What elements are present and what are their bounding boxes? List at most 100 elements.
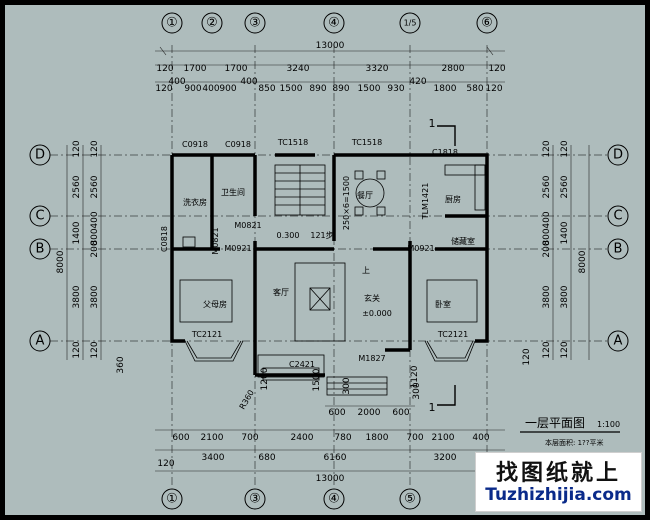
svg-text:C: C bbox=[613, 209, 622, 224]
watermark-box: 找图纸就上 Tuzhizhijia.com bbox=[475, 452, 642, 512]
bay-windows bbox=[184, 340, 476, 396]
svg-text:C: C bbox=[35, 209, 44, 224]
left-dim-1: 2560 bbox=[72, 175, 82, 198]
top-dim-3-4: 900 bbox=[219, 84, 236, 94]
entry-dimensions: 600 2000 600 bbox=[325, 405, 415, 418]
bottom-dim-2-3: 6160 bbox=[324, 453, 347, 463]
right-inner-6: 120 bbox=[542, 341, 552, 358]
axis-bubble-top-2: ② bbox=[201, 12, 223, 34]
left-dim-2: 1400 bbox=[72, 221, 82, 244]
top-axis-bubbles: ① ② ③ ④ 1/5 ⑥ bbox=[161, 12, 498, 34]
axis-bubble-top-3: ③ bbox=[244, 12, 266, 34]
bottom-dim-1-4: 780 bbox=[334, 433, 351, 443]
entry-side-dimensions: 1500 1120 300 300 1200 bbox=[260, 365, 422, 399]
right-misc-120: 120 bbox=[522, 348, 532, 365]
axis-bubble-right-d: D bbox=[607, 144, 629, 166]
left-total-dim: 8000 bbox=[56, 250, 66, 273]
left-inner-2: 400 bbox=[90, 211, 100, 228]
room-kitchen: 厨房 bbox=[445, 194, 461, 204]
axis-bubble-left-a: A bbox=[29, 330, 51, 352]
axis-bubble-top-1: ① bbox=[161, 12, 183, 34]
code-c2421: C2421 bbox=[289, 360, 315, 369]
bottom-dim-1-1: 2100 bbox=[201, 433, 224, 443]
top-total-dim: 13000 bbox=[316, 41, 345, 51]
svg-text:④: ④ bbox=[328, 16, 340, 31]
top-dim-3-5: 400 bbox=[240, 77, 257, 87]
bottom-axis-bubbles: ① ③ ④ ⑤ ⑥ bbox=[161, 488, 498, 510]
bottom-dimensions: 600 2100 700 2400 780 1800 700 2100 400 … bbox=[155, 429, 505, 484]
bottom-dim-2-4: 3200 bbox=[434, 453, 457, 463]
right-inner-3: 800 bbox=[542, 228, 552, 245]
svg-text:A: A bbox=[36, 334, 45, 349]
code-tc2121-b: TC2121 bbox=[437, 330, 468, 339]
watermark-chinese: 找图纸就上 bbox=[495, 461, 621, 486]
radius-label: R360 bbox=[238, 388, 256, 411]
axis-bubble-right-c: C bbox=[607, 205, 629, 227]
top-dim-2-6: 120 bbox=[488, 64, 505, 74]
left-dimensions: 8000 120 2560 1400 3800 120 120 2560 400… bbox=[56, 140, 126, 373]
bottom-dim-2-1: 3400 bbox=[202, 453, 225, 463]
axis-bubble-top-6: ⑥ bbox=[476, 12, 498, 34]
svg-text:③: ③ bbox=[249, 16, 261, 31]
right-inner-1: 2560 bbox=[542, 175, 552, 198]
axis-bubble-top-4: ④ bbox=[323, 12, 345, 34]
right-total-dim: 8000 bbox=[578, 250, 588, 273]
code-tc1518-b: TC1518 bbox=[351, 138, 382, 147]
code-m1827: M1827 bbox=[358, 354, 385, 363]
top-dim-3-0: 120 bbox=[155, 84, 172, 94]
code-tlm1421: TLM1421 bbox=[421, 183, 430, 221]
svg-text:D: D bbox=[35, 148, 45, 163]
svg-text:④: ④ bbox=[328, 492, 340, 507]
left-axis-bubbles: D C B A bbox=[29, 144, 51, 352]
left-inner-1: 2560 bbox=[90, 175, 100, 198]
top-dim-2-2: 1700 bbox=[225, 64, 248, 74]
top-dim-3-9: 890 bbox=[332, 84, 349, 94]
left-inner-3: 800 bbox=[90, 228, 100, 245]
bottom-dim-1-8: 400 bbox=[472, 433, 489, 443]
room-living: 客厅 bbox=[273, 287, 289, 297]
title-scale: 1:100 bbox=[597, 420, 620, 429]
axis-bubble-left-b: B bbox=[29, 238, 51, 260]
watermark-url: Tuzhizhijia.com bbox=[485, 485, 632, 505]
bottom-dim-1-2: 700 bbox=[241, 433, 258, 443]
svg-text:①: ① bbox=[166, 492, 178, 507]
opening-codes: C0918 C0918 TC1518 TC1518 C1818 M0821 M0… bbox=[160, 117, 468, 414]
right-dim-3: 3800 bbox=[560, 285, 570, 308]
left-dim-0: 120 bbox=[72, 140, 82, 157]
top-dim-3-6: 850 bbox=[258, 84, 275, 94]
misc-dim-1200: 1200 bbox=[260, 367, 270, 390]
svg-text:B: B bbox=[36, 242, 45, 257]
svg-text:A: A bbox=[614, 334, 623, 349]
bottom-dim-1-7: 2100 bbox=[432, 433, 455, 443]
code-m0921-a: M0921 bbox=[224, 244, 251, 253]
code-c1818: C1818 bbox=[432, 148, 458, 157]
right-axis-bubbles: D C B A bbox=[607, 144, 629, 352]
room-wc: 卫生间 bbox=[221, 187, 245, 197]
right-dim-1: 2560 bbox=[560, 175, 570, 198]
top-dim-2-3: 3240 bbox=[287, 64, 310, 74]
svg-text:1/5: 1/5 bbox=[404, 19, 417, 28]
left-dim-4: 120 bbox=[72, 341, 82, 358]
axis-bubble-top-5: 1/5 bbox=[399, 12, 421, 34]
furniture bbox=[179, 164, 486, 342]
top-dim-3-13: 1800 bbox=[434, 84, 457, 94]
top-dim-2-5: 2800 bbox=[442, 64, 465, 74]
misc-dim-300-b: 300 bbox=[412, 382, 422, 399]
axis-bubble-bottom-1: ① bbox=[161, 488, 183, 510]
axis-bubble-left-d: D bbox=[29, 144, 51, 166]
code-tc2121-a: TC2121 bbox=[191, 330, 222, 339]
axis-bubble-bottom-3: ③ bbox=[244, 488, 266, 510]
code-c0918-b: C0918 bbox=[225, 140, 251, 149]
right-dim-4: 120 bbox=[560, 341, 570, 358]
svg-text:D: D bbox=[613, 148, 623, 163]
misc-dim-1500: 1500 bbox=[312, 368, 322, 391]
right-dim-2: 1400 bbox=[560, 221, 570, 244]
right-inner-4: 200 bbox=[542, 240, 552, 257]
entry-dim-1: 2000 bbox=[358, 408, 381, 418]
code-c0818: C0818 bbox=[160, 226, 169, 252]
room-laundry: 洗衣房 bbox=[183, 197, 207, 207]
code-m0821-b: M0821 bbox=[211, 227, 220, 254]
floor-plan-drawing: ① ② ③ ④ 1/5 ⑥ ① ③ ④ ⑤ ⑥ D C B A D C B A … bbox=[29, 12, 629, 510]
bottom-dim-2-2: 680 bbox=[258, 453, 275, 463]
top-dim-3-8: 890 bbox=[309, 84, 326, 94]
